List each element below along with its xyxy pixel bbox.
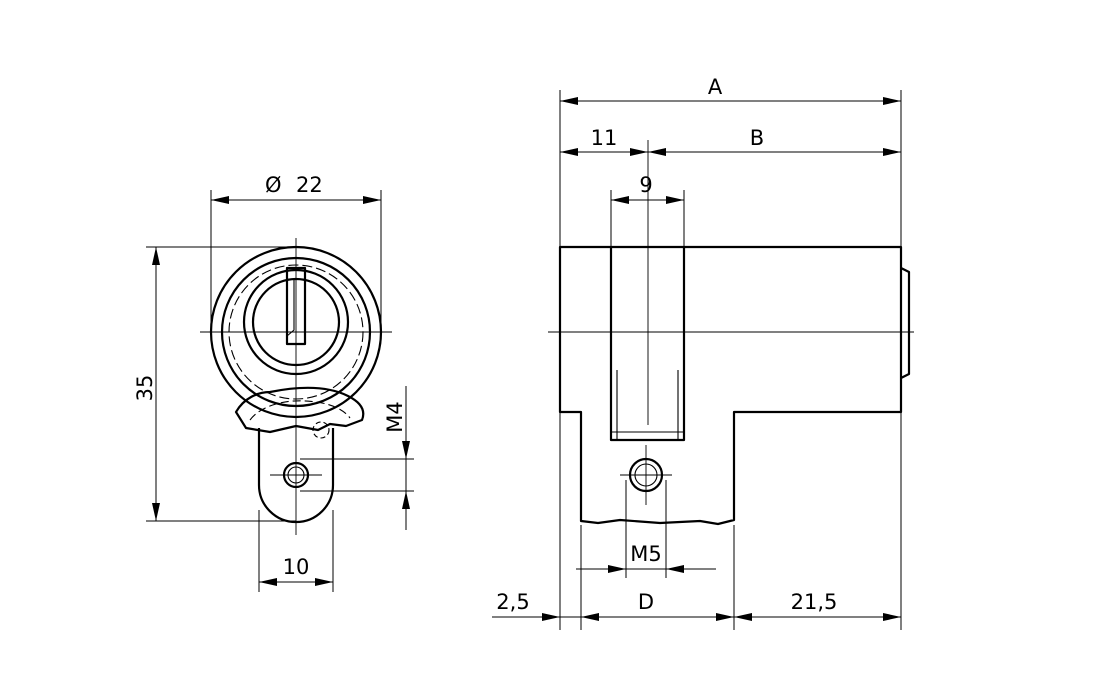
cam-lever-inner <box>249 400 351 421</box>
m4-arrow-bottom <box>402 491 410 509</box>
key-slot-edge <box>286 278 295 337</box>
right-arrow-right <box>883 613 901 621</box>
eleven-arrow-left <box>560 148 578 156</box>
m4-arrow-top <box>402 441 410 459</box>
b-label: B <box>750 126 764 150</box>
offset-arrow <box>542 613 560 621</box>
offset-label: 2,5 <box>496 590 529 614</box>
tab-width-label: 10 <box>283 555 310 579</box>
height-label: 35 <box>133 375 157 402</box>
side-end-cap <box>900 267 911 379</box>
diameter-symbol: Ø <box>265 173 282 197</box>
a-arrow-right <box>883 97 901 105</box>
d-arrow-right <box>716 613 734 621</box>
key-slot <box>285 266 307 346</box>
b-arrow-left <box>648 148 666 156</box>
cam-slot <box>609 247 686 442</box>
m5-arrow-left <box>608 565 626 573</box>
a-label: A <box>708 75 723 99</box>
nine-arrow-right <box>666 196 684 204</box>
cam-pin-circle <box>312 421 330 439</box>
b-arrow-right <box>883 148 901 156</box>
right-length-label: 21,5 <box>791 590 838 614</box>
m5-label: M5 <box>630 542 661 566</box>
nine-label: 9 <box>639 173 652 197</box>
eleven-arrow-right <box>630 148 648 156</box>
m5-arrow-right <box>666 565 684 573</box>
dia-arrow-right <box>363 196 381 204</box>
right-arrow-left <box>734 613 752 621</box>
side-view: A 11 B 9 M5 2,5 D 21,5 <box>492 75 914 630</box>
height-arrow-top <box>152 247 160 265</box>
side-body-outline <box>558 245 903 526</box>
dia-arrow-left <box>211 196 229 204</box>
a-arrow-left <box>560 97 578 105</box>
cam-lever-profile <box>234 386 365 434</box>
d-label: D <box>638 590 654 614</box>
diameter-value: 22 <box>296 173 323 197</box>
m4-label: M4 <box>383 401 407 432</box>
tab-width-arrow-left <box>259 578 277 586</box>
front-view: Ø 22 35 M4 10 <box>133 173 414 592</box>
height-arrow-bottom <box>152 503 160 521</box>
d-arrow-left <box>581 613 599 621</box>
eleven-label: 11 <box>591 126 618 150</box>
tab-width-arrow-right <box>315 578 333 586</box>
nine-arrow-left <box>611 196 629 204</box>
